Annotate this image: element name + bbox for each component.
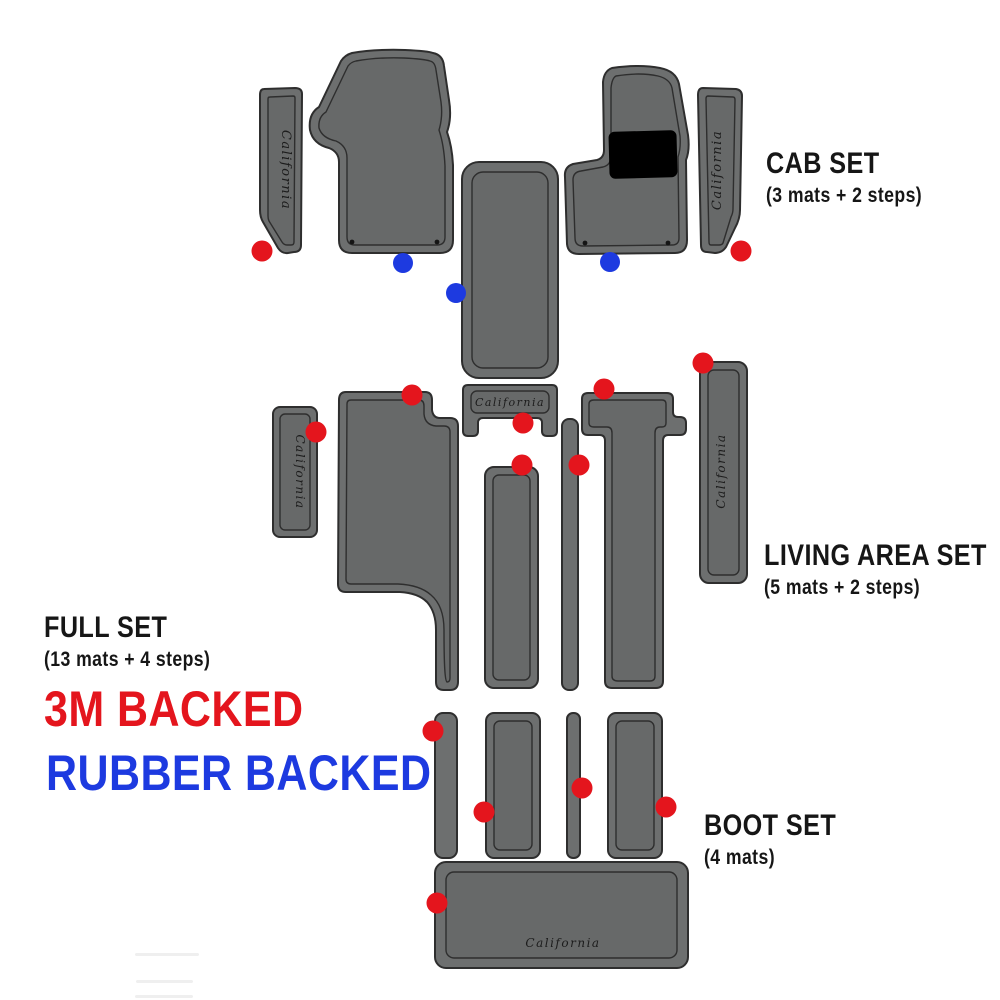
red-marker-dot (512, 412, 534, 434)
living-right-mat (581, 392, 687, 689)
fixing-point (434, 239, 440, 245)
backing-3m-label: 3M BACKED (44, 681, 304, 737)
boot-set-label: BOOT SET (4 mats) (704, 809, 837, 870)
cab-step-left-mat: California (259, 87, 303, 255)
boot-strip-2-mat (485, 712, 541, 859)
red-marker-dot (511, 454, 533, 476)
boot-set-subtitle: (4 mats) (704, 846, 776, 870)
watermark-line (135, 995, 193, 998)
fixing-point (665, 240, 671, 246)
red-marker-dot (422, 720, 444, 742)
blue-marker-dot (393, 253, 413, 273)
california-script: California (278, 130, 293, 210)
full-set-title: FULL SET (44, 611, 168, 644)
living-area-set-subtitle: (5 mats + 2 steps) (764, 576, 921, 600)
living-step-right-mat: California (699, 361, 748, 584)
fixing-point (582, 240, 588, 246)
fixing-point (349, 239, 355, 245)
living-thin-strip-mat (561, 418, 579, 691)
living-area-set-label: LIVING AREA SET (5 mats + 2 steps) (764, 539, 987, 600)
blue-marker-dot (600, 252, 620, 272)
red-marker-dot (655, 796, 677, 818)
cab-set-subtitle: (3 mats + 2 steps) (766, 184, 923, 208)
red-marker-dot (305, 421, 327, 443)
red-marker-dot (401, 384, 423, 406)
red-marker-dot (730, 240, 752, 262)
cab-driver-mat (563, 65, 690, 255)
living-step-left-mat: California (272, 406, 318, 538)
heel-pad (608, 130, 678, 179)
red-marker-dot (251, 240, 273, 262)
red-marker-dot (568, 454, 590, 476)
backing-rubber-label: RUBBER BACKED (46, 745, 432, 801)
blue-marker-dot (446, 283, 466, 303)
boot-strip-1-mat (434, 712, 458, 859)
california-script: California (525, 936, 600, 950)
living-main-mat (337, 391, 459, 691)
red-marker-dot (426, 892, 448, 914)
living-area-set-title: LIVING AREA SET (764, 539, 987, 572)
cab-passenger-mat (308, 48, 454, 254)
cab-step-right-mat: California (697, 87, 743, 254)
boot-set-title: BOOT SET (704, 809, 837, 842)
red-marker-dot (571, 777, 593, 799)
red-marker-dot (593, 378, 615, 400)
california-script: California (710, 130, 725, 210)
boot-strip-4-mat (607, 712, 663, 859)
california-script: California (293, 434, 307, 509)
red-marker-dot (692, 352, 714, 374)
boot-main-mat: California (434, 861, 689, 969)
red-marker-dot (473, 801, 495, 823)
full-set-subtitle: (13 mats + 4 steps) (44, 648, 211, 672)
cab-set-label: CAB SET (3 mats + 2 steps) (766, 147, 923, 208)
watermark-line (136, 980, 193, 983)
cab-center-mat (461, 161, 559, 379)
california-script: California (714, 433, 728, 508)
living-center-strip-mat (484, 466, 539, 689)
cab-set-title: CAB SET (766, 147, 880, 180)
watermark-line (135, 953, 199, 956)
living-brand-mat: California (462, 384, 558, 437)
backing-markers (251, 240, 752, 914)
full-set-label: FULL SET (13 mats + 4 steps) (44, 611, 211, 672)
california-script: California (475, 396, 545, 409)
